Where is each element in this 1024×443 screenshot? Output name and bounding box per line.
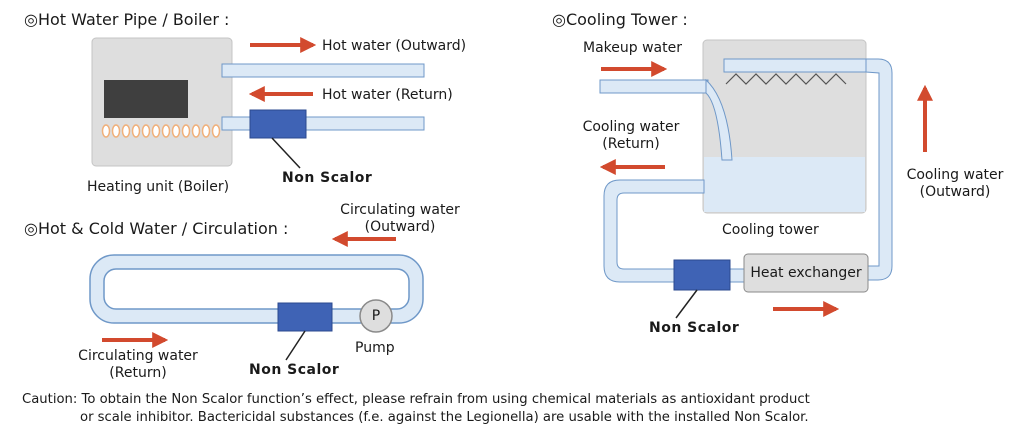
boiler-return-label: Hot water (Return) [322, 87, 453, 103]
boiler-non-scalor-device [249, 109, 307, 139]
circulation-outward-label-1: Circulating water [340, 202, 460, 218]
boiler-flames [101, 124, 221, 138]
cooling-outward-label-2: (Outward) [919, 184, 991, 200]
circulation-loop-inner [103, 268, 410, 310]
pump-symbol: P [371, 308, 381, 324]
caution-line-1: Caution: To obtain the Non Scalor functi… [22, 392, 810, 407]
cooling-outward-pipe [865, 58, 893, 281]
makeup-water-pipe [599, 79, 709, 94]
makeup-water-label: Makeup water [583, 40, 682, 56]
makeup-water-fall [705, 78, 733, 161]
circulation-non-scalor-device [277, 302, 333, 332]
tower-spray-nozzles [725, 73, 847, 85]
pump-label: Pump [355, 340, 395, 356]
circulation-device-leader [285, 330, 306, 361]
circulation-return-label-2: (Return) [109, 365, 167, 381]
cooling-outward-label-1: Cooling water [906, 167, 1004, 183]
circulation-outward-label-2: (Outward) [364, 219, 436, 235]
circulation-device-label: Non Scalor [249, 362, 340, 378]
circulation-return-label-1: Circulating water [78, 348, 198, 364]
boiler-panel [104, 80, 188, 118]
boiler-device-label: Non Scalor [282, 170, 373, 186]
cooling-non-scalor-device [673, 259, 731, 291]
circulation-section-title: ◎Hot & Cold Water / Circulation : [24, 219, 289, 238]
cooling-return-label-2: (Return) [602, 136, 660, 152]
tower-spray-pipe [723, 58, 867, 73]
cooling-tower-label: Cooling tower [722, 222, 819, 238]
boiler-section-title: ◎Hot Water Pipe / Boiler : [24, 10, 230, 29]
boiler-device-leader [271, 137, 301, 169]
boiler-unit-caption: Heating unit (Boiler) [87, 179, 230, 195]
boiler-outward-pipe [221, 63, 425, 78]
boiler-outward-label: Hot water (Outward) [322, 38, 467, 54]
cooling-tower-water [704, 157, 865, 212]
caution-line-2: or scale inhibitor. Bactericidal substan… [80, 410, 809, 425]
heat-exchanger [743, 253, 869, 293]
pump-circle [359, 299, 393, 333]
heat-exchanger-label: Heat exchanger [750, 265, 862, 281]
caution-note: Caution: To obtain the Non Scalor functi… [22, 391, 810, 427]
cooling-device-leader [675, 289, 698, 319]
cooling-section-title: ◎Cooling Tower : [552, 10, 688, 29]
cooling-device-label: Non Scalor [649, 320, 740, 336]
cooling-return-label-1: Cooling water [582, 119, 680, 135]
